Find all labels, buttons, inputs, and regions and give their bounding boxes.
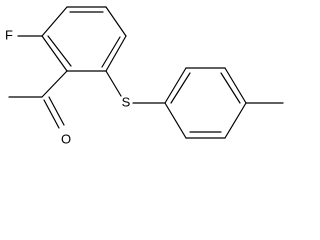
tolyl-bond-left-top-inner <box>170 72 191 104</box>
ring-sulfur-bond <box>105 70 122 97</box>
carbonyl-double-bond-b <box>48 96 65 126</box>
fluorine-label: F <box>5 27 13 42</box>
ring-bond-right-inner <box>101 36 121 68</box>
molecule-structure: F O S <box>5 6 284 146</box>
tolyl-bond-right-bottom <box>224 102 247 139</box>
oxygen-label: O <box>61 131 71 146</box>
ring-carbonyl-bond <box>41 70 68 98</box>
fluorophenyl-ring <box>41 6 127 72</box>
carbonyl-double-bond-a <box>43 99 60 129</box>
ring-bond-top-left <box>41 6 68 37</box>
ring-bond-top-right <box>105 6 127 37</box>
tolyl-bond-left-bottom <box>164 102 187 139</box>
ring-bond-left <box>41 35 68 72</box>
tolyl-ring <box>164 67 247 139</box>
ring-bond-right <box>105 35 127 72</box>
sulfur-label: S <box>122 94 131 109</box>
structure-canvas: F O S <box>5 6 284 147</box>
ring-bond-left-inner <box>47 35 72 67</box>
tolyl-bond-right-top-inner <box>220 72 241 104</box>
tolyl-bond-right-top <box>224 67 247 104</box>
tolyl-bond-left-top <box>164 67 187 104</box>
